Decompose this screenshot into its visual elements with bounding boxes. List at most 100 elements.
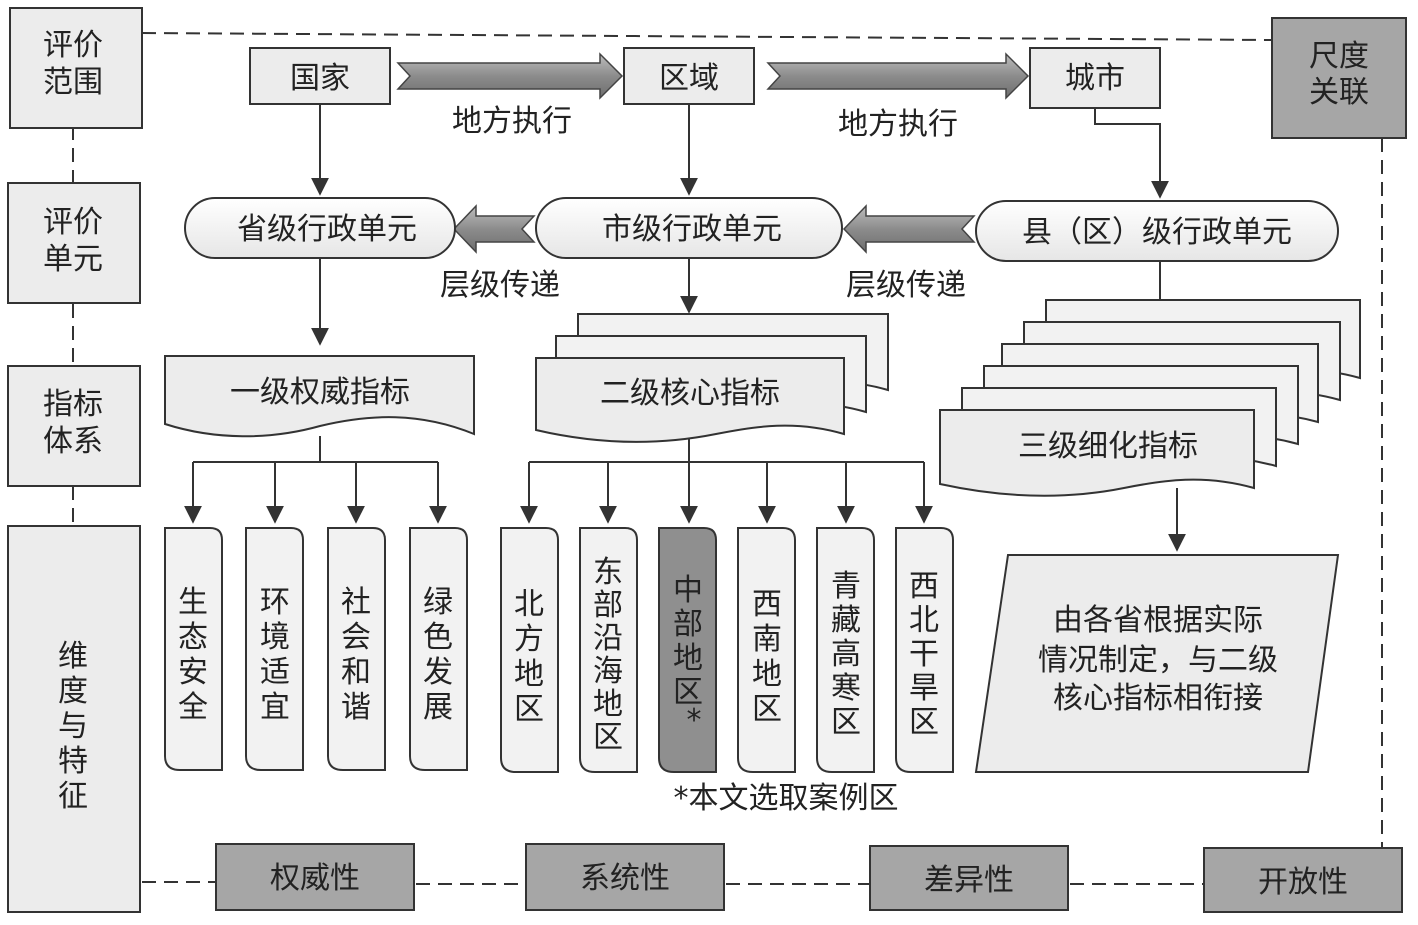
svg-text:旱: 旱 — [909, 671, 939, 706]
svg-text:青: 青 — [831, 569, 861, 604]
transfer-label-2: 层级传递 — [846, 268, 966, 303]
scope-national: 国家 — [290, 61, 350, 96]
corner-label-scale: 尺度 关联 — [1271, 17, 1407, 139]
dimension-ecological-security: 生 态 安 全 — [164, 527, 223, 771]
svg-text:境: 境 — [260, 620, 290, 655]
execution-label-1: 地方执行 — [452, 104, 572, 139]
svg-text:发: 发 — [423, 655, 453, 690]
svg-text:全: 全 — [178, 690, 208, 725]
svg-text:宜: 宜 — [260, 690, 290, 725]
svg-text:展: 展 — [423, 690, 453, 725]
svg-text:地: 地 — [514, 657, 544, 692]
dimension-livable-environment: 环 境 适 宜 — [245, 527, 304, 771]
svg-text:征: 征 — [58, 779, 88, 814]
unit-city: 市级行政单元 — [602, 212, 782, 247]
unit-row: 省级行政单元 市级行政单元 县（区）级行政单元 — [184, 197, 1339, 262]
scope-regional-box — [623, 47, 755, 105]
feature-openness: 开放性 — [1258, 865, 1348, 900]
scope-city: 城市 — [1065, 61, 1125, 96]
svg-text:与: 与 — [58, 709, 88, 744]
svg-text:评价: 评价 — [43, 205, 103, 240]
side-label-indicators: 指标 体系 — [7, 365, 141, 487]
region-north: 北 方 地 区 — [500, 527, 559, 773]
svg-text:生: 生 — [178, 585, 208, 620]
scope-regional: 区域 — [659, 61, 719, 96]
feature-openness-box — [1203, 847, 1403, 913]
svg-text:和: 和 — [341, 655, 371, 690]
svg-text:地: 地 — [673, 641, 703, 676]
svg-text:北: 北 — [909, 603, 939, 638]
side-label-dimensions: 维 度 与 特 征 — [7, 525, 141, 913]
svg-text:体系: 体系 — [43, 424, 103, 459]
svg-text:沿: 沿 — [593, 621, 623, 656]
case-note: *本文选取案例区 — [674, 781, 899, 816]
side-label-unit: 评价 单元 — [7, 182, 141, 304]
unit-county: 县（区）级行政单元 — [1022, 215, 1292, 250]
svg-text:三级细化指标: 三级细化指标 — [1018, 429, 1198, 464]
svg-text:区: 区 — [593, 720, 623, 755]
svg-text:适: 适 — [260, 655, 290, 690]
dimension-green-development: 绿 色 发 展 — [409, 527, 468, 771]
svg-text:关联: 关联 — [1309, 75, 1369, 110]
svg-text:方: 方 — [514, 622, 544, 657]
svg-text:地: 地 — [593, 687, 623, 722]
svg-text:*: * — [687, 703, 702, 738]
svg-text:尺度: 尺度 — [1309, 39, 1369, 74]
svg-text:度: 度 — [58, 674, 88, 709]
svg-text:西: 西 — [752, 587, 782, 622]
svg-text:范围: 范围 — [43, 65, 103, 100]
feature-difference: 差异性 — [924, 863, 1014, 898]
transfer-label-1: 层级传递 — [440, 268, 560, 303]
dashed-frame — [72, 32, 1383, 885]
svg-text:地: 地 — [752, 657, 782, 692]
svg-text:由各省根据实际: 由各省根据实际 — [1053, 603, 1263, 638]
svg-text:区: 区 — [514, 692, 544, 727]
svg-text:谐: 谐 — [341, 690, 371, 725]
region-qinghai-tibet: 青 藏 高 寒 区 — [816, 527, 875, 773]
svg-text:特: 特 — [58, 744, 88, 779]
svg-text:区: 区 — [752, 692, 782, 727]
svg-text:部: 部 — [673, 607, 703, 642]
svg-text:藏: 藏 — [831, 603, 861, 638]
execution-arrows: 地方执行 地方执行 — [396, 52, 1030, 142]
svg-text:西: 西 — [909, 569, 939, 604]
svg-text:区: 区 — [909, 705, 939, 740]
dimension-social-harmony: 社 会 和 谐 — [327, 527, 386, 771]
svg-text:绿: 绿 — [423, 585, 453, 620]
transfer-arrows: 层级传递 层级传递 — [440, 204, 976, 303]
svg-text:指标: 指标 — [43, 387, 103, 422]
svg-text:区: 区 — [831, 705, 861, 740]
feature-systematic-box — [525, 843, 725, 911]
level1-dimensions: 生 态 安 全 环 境 适 宜 社 会 和 谐 绿 色 发 展 — [164, 527, 468, 771]
svg-text:寒: 寒 — [831, 671, 861, 706]
scope-row: 国家 区域 城市 — [249, 47, 1161, 109]
svg-text:情况制定，与二级: 情况制定，与二级 — [1038, 643, 1278, 678]
svg-text:干: 干 — [909, 637, 939, 672]
feature-row: 权威性 系统性 差异性 开放性 — [215, 843, 1403, 913]
svg-text:维: 维 — [58, 639, 88, 674]
svg-text:一级权威指标: 一级权威指标 — [230, 375, 410, 410]
indicator-level2: 二级核心指标 — [535, 313, 889, 443]
region-northwest-arid: 西 北 干 旱 区 — [895, 527, 954, 773]
feature-authority-box — [215, 843, 415, 911]
level2-regions: 北 方 地 区 东 部 沿 海 地 区 中 部 地 区 * 西 南 地 区 — [500, 527, 954, 773]
execution-label-2: 地方执行 — [838, 107, 958, 142]
unit-province: 省级行政单元 — [237, 212, 417, 247]
svg-text:态: 态 — [178, 620, 208, 655]
svg-text:安: 安 — [178, 655, 208, 690]
svg-text:环: 环 — [260, 585, 290, 620]
scope-national-box — [249, 47, 391, 105]
svg-text:单元: 单元 — [43, 242, 103, 277]
svg-text:核心指标相衔接: 核心指标相衔接 — [1053, 681, 1263, 716]
indicator-level3: 三级细化指标 — [939, 299, 1361, 497]
feature-authority: 权威性 — [270, 861, 360, 896]
side-labels: 评价 范围 评价 单元 指标 体系 维 度 与 特 征 — [7, 7, 143, 913]
region-east-coast: 东 部 沿 海 地 区 — [579, 527, 638, 773]
svg-text:部: 部 — [593, 588, 623, 623]
svg-text:社: 社 — [341, 585, 371, 620]
region-southwest: 西 南 地 区 — [737, 527, 796, 773]
svg-text:南: 南 — [752, 622, 782, 657]
svg-text:北: 北 — [514, 587, 544, 622]
scope-city-box — [1029, 47, 1161, 109]
